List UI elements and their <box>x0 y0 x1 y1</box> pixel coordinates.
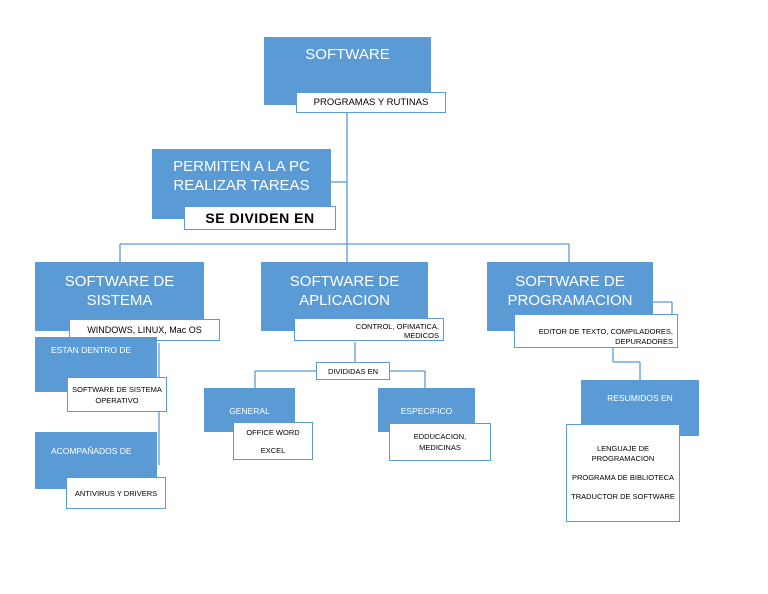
editor-texto-label: EDITOR DE TEXTO, COMPILADORES, DEPURADOR… <box>514 314 678 348</box>
especifico-text: ESPECIFICO <box>400 406 453 416</box>
programas-rutinas-label: PROGRAMAS Y RUTINAS <box>296 92 446 113</box>
office-word-text: OFFICE WORD <box>246 427 300 437</box>
excel-text: EXCEL <box>260 445 286 455</box>
control-ofimatica-line2: MEDICOS <box>403 331 439 340</box>
educacion-medicinas-label: EDDUCACION, MEDICINAS <box>389 423 491 461</box>
acompanados-text: ACOMPAÑADOS DE <box>51 446 132 456</box>
resumidos-item-2: PROGRAMACION <box>591 454 655 463</box>
software-sistema-line1: SOFTWARE DE <box>64 273 175 290</box>
office-excel-label: OFFICE WORD EXCEL <box>233 422 313 460</box>
programas-rutinas-text: PROGRAMAS Y RUTINAS <box>313 97 429 108</box>
divididas-en-label: DIVIDIDAS EN <box>316 362 390 380</box>
software-programacion-line1: SOFTWARE DE <box>515 273 625 290</box>
estan-dentro-text: ESTAN DENTRO DE <box>51 345 132 355</box>
sistema-operativo-label: SOFTWARE DE SISTEMA OPERATIVO <box>67 377 167 412</box>
resumidos-text: RESUMIDOS EN <box>607 393 673 403</box>
educacion-text: EDDUCACION, <box>413 432 467 441</box>
antivirus-label: ANTIVIRUS Y DRIVERS <box>66 477 166 509</box>
permiten-line1: PERMITEN A LA PC <box>173 158 310 175</box>
control-ofimatica-label: CONTROL, OFIMATICA, MEDICOS <box>294 318 444 341</box>
resumidos-list-label: LENGUAJE DE PROGRAMACION PROGRAMA DE BIB… <box>566 424 680 522</box>
permiten-line2: REALIZAR TAREAS <box>173 177 310 194</box>
resumidos-item-1: LENGUAJE DE <box>596 444 650 453</box>
software-aplicacion-line2: APLICACION <box>299 292 390 309</box>
software-programacion-line2: PROGRAMACION <box>507 292 633 309</box>
software-root-title: SOFTWARE <box>305 46 390 63</box>
resumidos-item-4: TRADUCTOR DE SOFTWARE <box>571 492 675 501</box>
software-sistema-line2: SISTEMA <box>86 292 153 309</box>
editor-texto-line1: EDITOR DE TEXTO, COMPILADORES, <box>538 327 673 336</box>
editor-texto-line2: DEPURADORES <box>615 337 673 346</box>
software-aplicacion-line1: SOFTWARE DE <box>289 273 400 290</box>
se-dividen-label: SE DIVIDEN EN <box>184 206 336 230</box>
windows-linux-text: WINDOWS, LINUX, Mac OS <box>87 324 202 335</box>
antivirus-text: ANTIVIRUS Y DRIVERS <box>74 488 158 498</box>
general-text: GENERAL <box>229 406 270 416</box>
resumidos-item-3: PROGRAMA DE BIBLIOTECA <box>571 473 675 482</box>
sistema-operativo-line2: OPERATIVO <box>95 395 139 405</box>
sistema-operativo-line1: SOFTWARE DE SISTEMA <box>72 384 162 394</box>
divididas-en-text: DIVIDIDAS EN <box>327 366 378 376</box>
se-dividen-text: SE DIVIDEN EN <box>205 209 315 226</box>
medicinas-text: MEDICINAS <box>419 443 461 452</box>
control-ofimatica-line1: CONTROL, OFIMATICA, <box>355 322 439 331</box>
